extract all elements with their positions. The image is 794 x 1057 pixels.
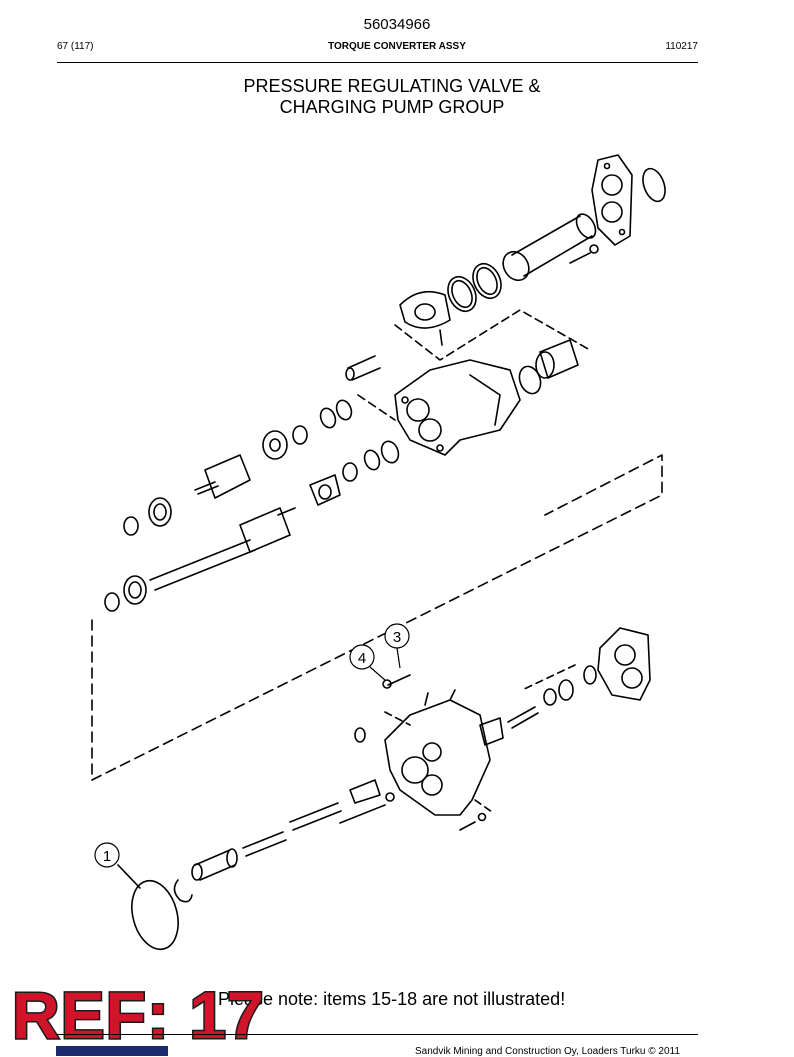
lower-gasket <box>597 627 651 701</box>
tube <box>502 213 597 282</box>
callout-3-label: 3 <box>393 629 401 646</box>
date-code: 110217 <box>665 41 698 52</box>
section-title: TORQUE CONVERTER ASSY <box>328 41 466 52</box>
diagram-title: PRESSURE REGULATING VALVE & CHARGING PUM… <box>0 76 784 118</box>
callout-4: 4 <box>349 644 386 681</box>
doc-number: 56034966 <box>363 16 431 33</box>
pump-housing <box>394 359 521 456</box>
footer-rule <box>57 1034 698 1035</box>
copyright: Sandvik Mining and Construction Oy, Load… <box>415 1046 680 1057</box>
regulator-body <box>384 689 491 816</box>
ref-stamp: REF: 17 <box>11 978 266 1052</box>
callout-1-label: 1 <box>103 848 111 865</box>
drive-shaft <box>149 507 296 591</box>
fitting <box>535 339 579 379</box>
pin <box>345 355 381 381</box>
callout-3: 3 <box>384 623 410 669</box>
large-o-ring <box>131 879 179 951</box>
page-number: 67 (117) <box>57 41 94 52</box>
diagram-title-line1: PRESSURE REGULATING VALVE & <box>243 76 541 96</box>
clamp <box>399 290 451 346</box>
illustration-note: Please note: items 15-18 are not illustr… <box>218 989 566 1009</box>
upper-gasket <box>591 154 633 246</box>
upper-o-ring <box>642 167 666 203</box>
callout-4-label: 4 <box>358 650 366 667</box>
brand-logo-strip <box>56 1046 168 1056</box>
header-rule <box>57 62 698 63</box>
callout-1: 1 <box>94 842 120 868</box>
piston <box>191 848 238 881</box>
diagram-title-line2: CHARGING PUMP GROUP <box>279 97 505 117</box>
